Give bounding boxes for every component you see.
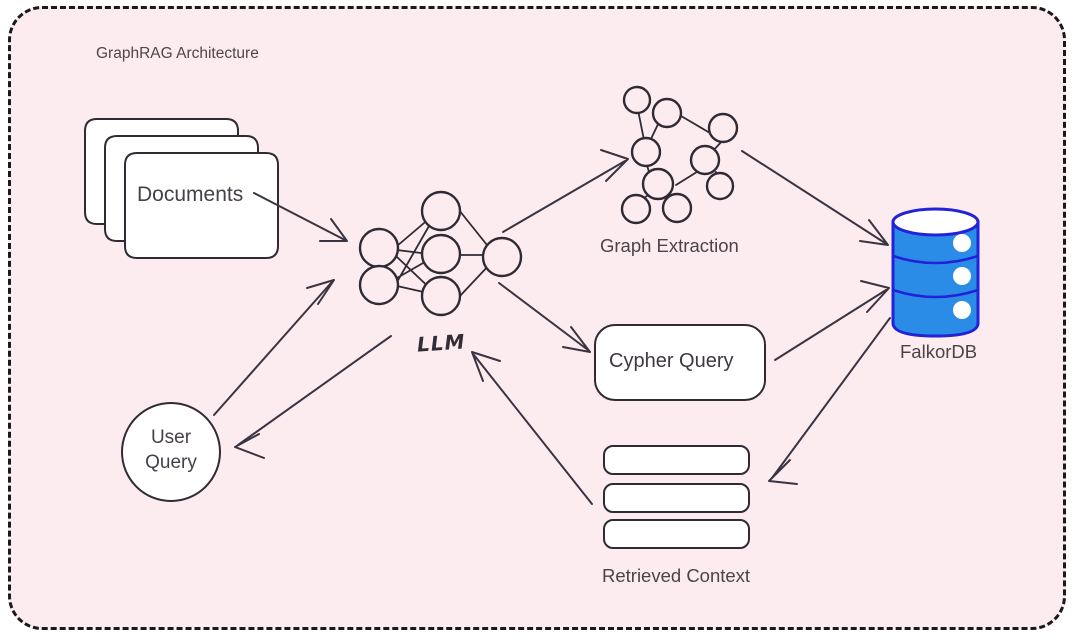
user-query-node[interactable]: [121, 402, 221, 502]
graph-extraction-node[interactable]: [620, 85, 739, 225]
falkordb-label: FalkorDB: [900, 341, 978, 362]
graph-extraction-label: Graph Extraction: [600, 235, 739, 256]
user-query-label-line1: User: [150, 427, 192, 448]
retrieved-context-label: Retrieved Context: [602, 565, 751, 586]
cypher-query-label: Cypher Query: [609, 350, 734, 372]
edge-llm-to-cypher-query: [498, 282, 591, 353]
edge-falkordb-to-retrieved-context: [768, 317, 891, 485]
documents-node[interactable]: [84, 118, 279, 259]
edge-user-query-to-llm: [213, 279, 335, 416]
llm-label: LLM: [416, 329, 467, 357]
falkordb-node[interactable]: [891, 207, 980, 338]
retrieved-context-node[interactable]: [603, 445, 750, 549]
edge-llm-to-graph-extraction: [502, 149, 629, 233]
llm-node[interactable]: [358, 190, 523, 317]
documents-label: Documents: [137, 183, 244, 206]
edge-cypher-query-to-falkordb: [774, 280, 890, 361]
page-title: GraphRAG Architecture: [96, 45, 259, 62]
edge-llm-to-user-query: [234, 335, 392, 459]
edge-retrieved-context-to-llm: [471, 351, 593, 505]
cypher-query-node[interactable]: [594, 324, 766, 401]
user-query-label-line2: Query: [145, 452, 197, 473]
edge-documents-to-llm: [253, 192, 348, 242]
edge-graph-extraction-to-falkordb: [741, 150, 889, 246]
